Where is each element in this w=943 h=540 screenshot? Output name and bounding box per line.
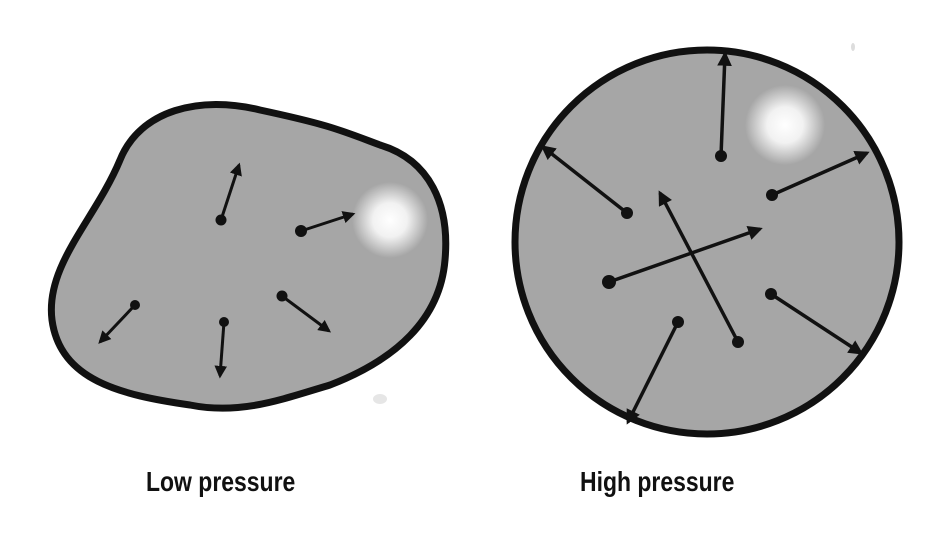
particle-arrow (602, 225, 763, 289)
particle (766, 189, 778, 201)
background-speck (373, 394, 387, 404)
particle-arrow (214, 317, 229, 379)
high-pressure-container (511, 46, 903, 438)
particle (295, 225, 307, 237)
particle-arrow (540, 145, 633, 219)
particle (130, 300, 140, 310)
particle (672, 316, 684, 328)
high-pressure-highlight (745, 85, 825, 165)
particle (215, 214, 227, 226)
particle-arrow (98, 300, 140, 344)
particle-arrow (765, 288, 864, 355)
particle-arrow (295, 211, 356, 237)
particle-arrow (626, 316, 684, 425)
particle-arrow (658, 190, 744, 348)
particle-arrow (766, 151, 870, 201)
particle-arrow (276, 290, 332, 333)
high-pressure-label: High pressure (580, 466, 735, 497)
low-pressure-label: Low pressure (146, 466, 296, 497)
particle-arrow (715, 51, 732, 162)
particle (621, 207, 633, 219)
high-pressure-sphere (511, 46, 903, 438)
particle (602, 275, 616, 289)
particle-arrow (215, 162, 242, 226)
low-pressure-particles (98, 162, 356, 379)
low-pressure-blob (47, 101, 450, 412)
low-pressure-highlight (352, 182, 428, 258)
low-pressure-container (47, 101, 450, 412)
particle (732, 336, 744, 348)
particle (219, 317, 229, 327)
particle (276, 290, 288, 302)
particle (715, 150, 727, 162)
high-pressure-particles (540, 51, 870, 425)
particle (765, 288, 777, 300)
background-speck (851, 43, 855, 51)
